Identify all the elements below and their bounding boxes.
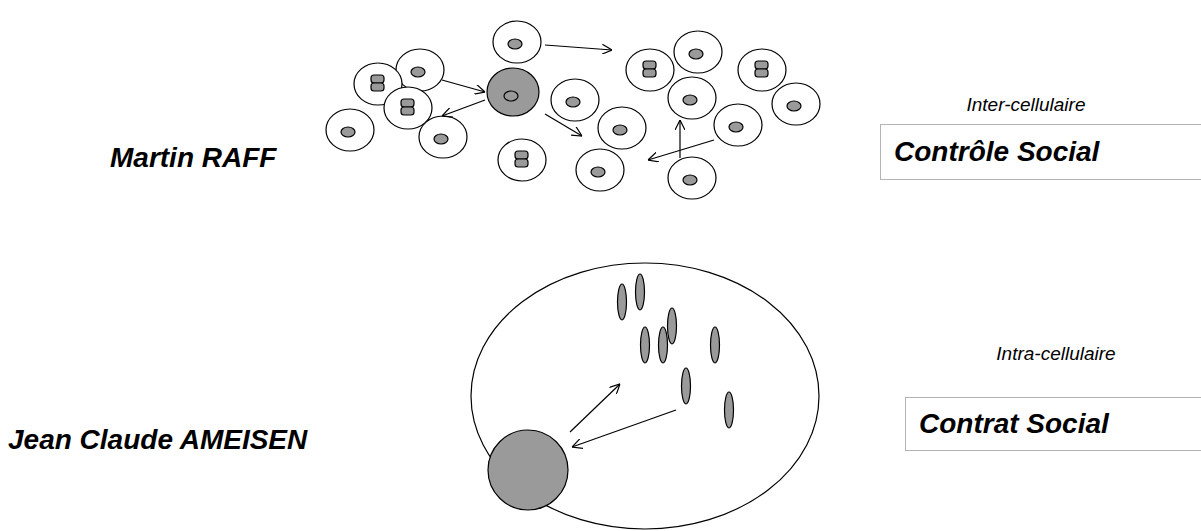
concept-title: Contrôle Social — [894, 136, 1099, 168]
author-name: Martin RAFF — [110, 142, 276, 174]
concept-frame: Contrôle Social — [880, 124, 1201, 180]
signal-arrows — [442, 45, 714, 160]
concept-title: Contrat Social — [919, 408, 1109, 440]
author-name: Jean Claude AMEISEN — [8, 424, 307, 456]
concept-frame: Contrat Social — [905, 397, 1201, 451]
concept-level: Intra-cellulaire — [996, 343, 1115, 365]
cell-group — [326, 21, 820, 529]
concept-level: Inter-cellulaire — [967, 94, 1086, 116]
cells — [326, 21, 820, 199]
single-cell — [471, 263, 819, 529]
